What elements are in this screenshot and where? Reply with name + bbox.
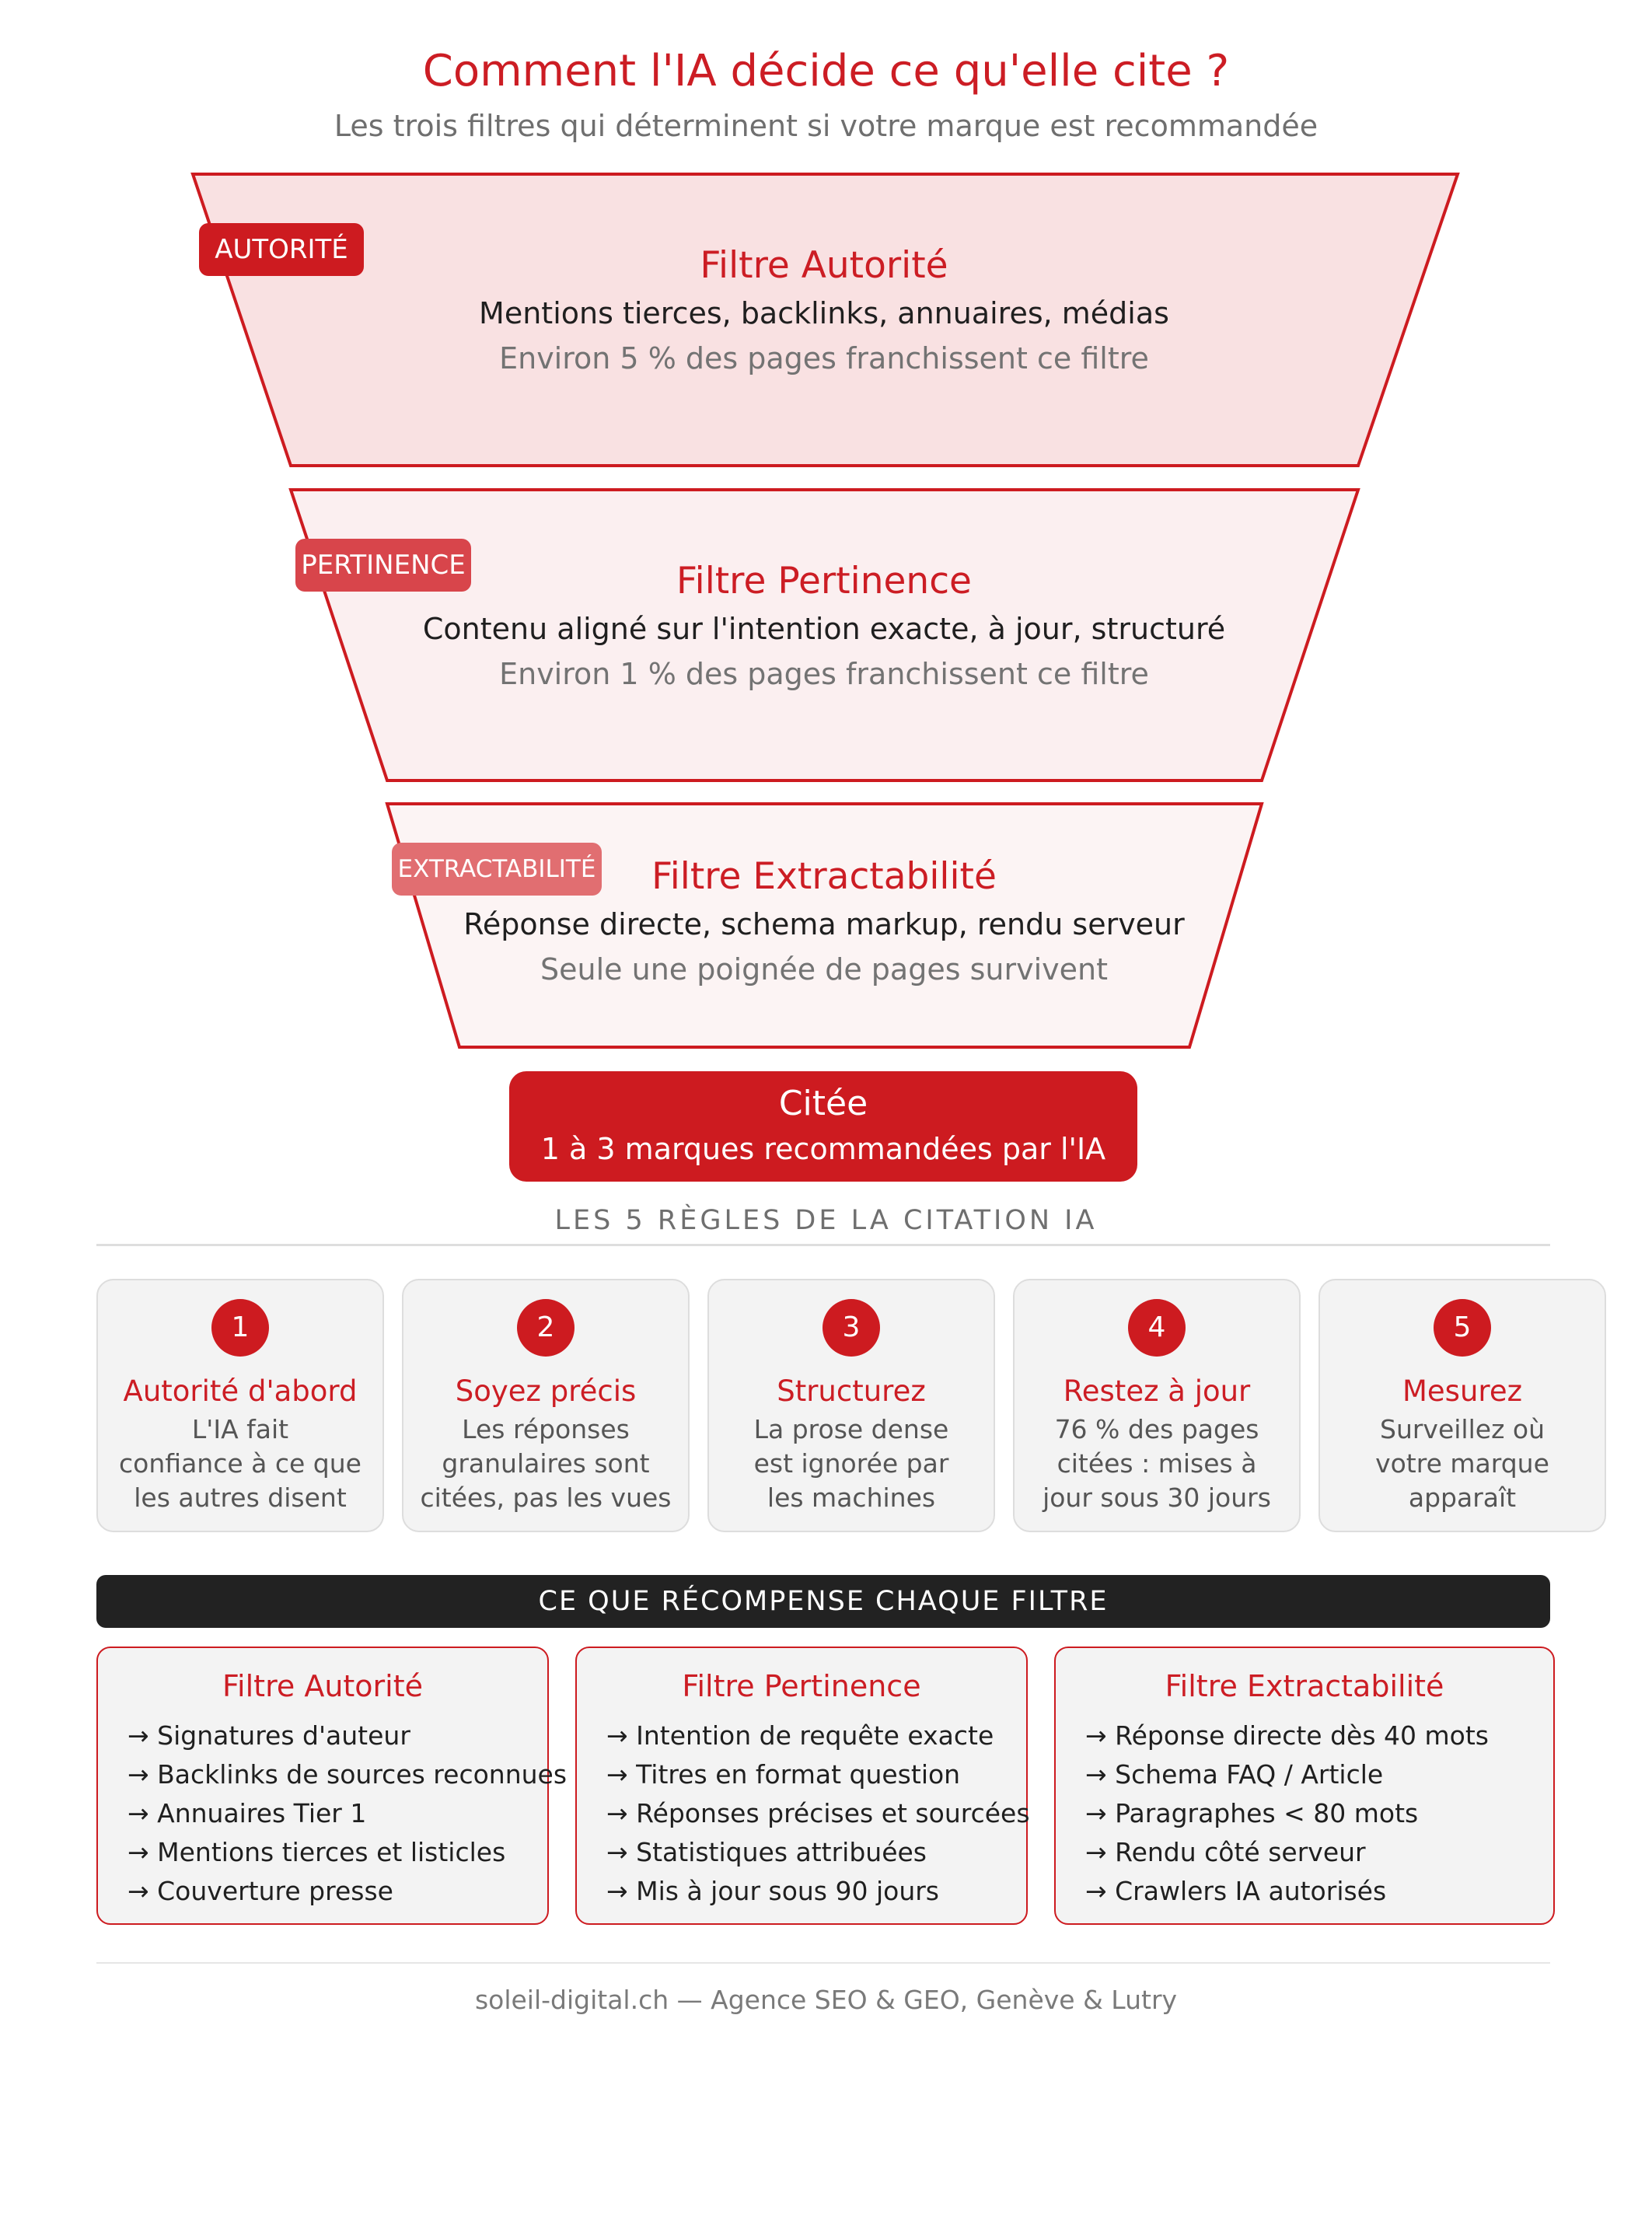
stage-badge-pertinence: PERTINENCE — [295, 539, 471, 592]
reward-item: → Signatures d'auteur — [127, 1720, 410, 1751]
reward-card-pertinence: Filtre Pertinence → Intention de requête… — [575, 1647, 1030, 1925]
stage-description: Réponse directe, schema markup, rendu se… — [463, 907, 1185, 941]
stage-title: Filtre Pertinence — [676, 560, 972, 602]
rule-description-line: La prose dense — [753, 1414, 949, 1444]
reward-list: → Signatures d'auteur → Backlinks de sou… — [127, 1716, 568, 1911]
reward-list: → Intention de requête exacte → Titres e… — [606, 1716, 1030, 1911]
rule-description-line: 76 % des pages — [1054, 1414, 1259, 1444]
rule-title: Mesurez — [1402, 1374, 1522, 1408]
reward-item: → Couverture presse — [127, 1876, 393, 1906]
rule-description-line: les machines — [767, 1482, 936, 1513]
rule-description-line: votre marque — [1375, 1448, 1549, 1479]
stage-description: Contenu aligné sur l'intention exacte, à… — [422, 612, 1226, 646]
reward-item: → Intention de requête exacte — [606, 1720, 994, 1751]
funnel-stage-autorite: Filtre Autorité Mentions tierces, backli… — [373, 241, 1275, 379]
stage-note: Seule une poignée de pages survivent — [540, 952, 1108, 987]
stage-title: Filtre Extractabilité — [651, 855, 997, 898]
rule-title: Restez à jour — [1063, 1374, 1251, 1408]
cited-subtitle: 1 à 3 marques recommandées par l'IA — [540, 1132, 1106, 1166]
reward-title: Filtre Autorité — [222, 1669, 424, 1703]
rules-divider — [96, 1244, 1550, 1246]
stage-title: Filtre Autorité — [700, 244, 948, 287]
stage-description: Mentions tierces, backlinks, annuaires, … — [479, 296, 1169, 330]
cited-result-box: Citée 1 à 3 marques recommandées par l'I… — [509, 1071, 1137, 1182]
rule-description-line: jour sous 30 jours — [1043, 1482, 1271, 1513]
reward-item: → Rendu côté serveur — [1085, 1837, 1366, 1867]
rewards-heading: CE QUE RÉCOMPENSE CHAQUE FILTRE — [96, 1575, 1550, 1628]
rule-card-3: 3 Structurez La prose dense est ignorée … — [707, 1279, 995, 1532]
rule-description-line: est ignorée par — [753, 1448, 949, 1479]
rule-card-2: 2 Soyez précis Les réponses granulaires … — [402, 1279, 690, 1532]
page-title: Comment l'IA décide ce qu'elle cite ? — [422, 46, 1230, 96]
rule-card-4: 4 Restez à jour 76 % des pages citées : … — [1013, 1279, 1301, 1532]
rule-card-5: 5 Mesurez Surveillez où votre marque app… — [1318, 1279, 1606, 1532]
rule-description: La prose dense est ignorée par les machi… — [718, 1413, 984, 1515]
reward-item: → Crawlers IA autorisés — [1085, 1876, 1387, 1906]
reward-item: → Réponse directe dès 40 mots — [1085, 1720, 1489, 1751]
funnel-stage-extractabilite: Filtre Extractabilité Réponse directe, s… — [404, 852, 1244, 990]
rule-description: Surveillez où votre marque apparaît — [1329, 1413, 1595, 1515]
reward-card-autorite: Filtre Autorité → Signatures d'auteur → … — [96, 1647, 568, 1925]
reward-item: → Titres en format question — [606, 1759, 961, 1790]
rule-description-line: citées : mises à — [1057, 1448, 1257, 1479]
reward-title: Filtre Extractabilité — [1165, 1669, 1444, 1703]
rule-title: Soyez précis — [455, 1374, 637, 1408]
stage-note: Environ 5 % des pages franchissent ce fi… — [499, 341, 1149, 375]
rule-description-line: confiance à ce que — [119, 1448, 361, 1479]
rule-description: Les réponses granulaires sont citées, pa… — [413, 1413, 679, 1515]
funnel-stage-extractabilite-shape — [385, 802, 1264, 1049]
reward-title: Filtre Pertinence — [682, 1669, 921, 1703]
funnel-diagram — [190, 173, 1460, 1049]
reward-item: → Schema FAQ / Article — [1085, 1759, 1384, 1790]
rule-description: L'IA fait confiance à ce que les autres … — [107, 1413, 373, 1515]
rule-number-badge: 5 — [1434, 1299, 1491, 1357]
rule-description-line: L'IA fait — [191, 1414, 289, 1444]
reward-item: → Paragraphes < 80 mots — [1085, 1798, 1419, 1828]
page-subtitle: Les trois filtres qui déterminent si vot… — [334, 109, 1318, 143]
rule-description-line: apparaît — [1408, 1482, 1517, 1513]
funnel-stage-pertinence-shape — [288, 488, 1360, 782]
rule-title: Structurez — [777, 1374, 926, 1408]
stage-badge-autorite: AUTORITÉ — [199, 223, 364, 276]
funnel-stage-autorite-shape — [190, 173, 1460, 467]
reward-item: → Mentions tierces et listicles — [127, 1837, 506, 1867]
reward-item: → Annuaires Tier 1 — [127, 1798, 367, 1828]
footer-text: soleil-digital.ch — Agence SEO & GEO, Ge… — [474, 1985, 1178, 2015]
reward-item: → Statistiques attribuées — [606, 1837, 927, 1867]
rule-description-line: Surveillez où — [1380, 1414, 1545, 1444]
reward-item: → Backlinks de sources reconnues — [127, 1759, 568, 1790]
rule-title: Autorité d'abord — [123, 1374, 358, 1408]
rule-description-line: granulaires sont — [442, 1448, 650, 1479]
stage-note: Environ 1 % des pages franchissent ce fi… — [499, 657, 1149, 691]
rule-number-badge: 4 — [1128, 1299, 1186, 1357]
reward-item: → Mis à jour sous 90 jours — [606, 1876, 940, 1906]
reward-card-extractabilite: Filtre Extractabilité → Réponse directe … — [1054, 1647, 1555, 1925]
rule-description-line: citées, pas les vues — [420, 1482, 672, 1513]
reward-list: → Réponse directe dès 40 mots → Schema F… — [1085, 1716, 1553, 1911]
rule-number-badge: 2 — [517, 1299, 575, 1357]
reward-item: → Réponses précises et sourcées — [606, 1798, 1030, 1828]
footer-divider — [96, 1962, 1550, 1964]
cited-title: Citée — [778, 1084, 868, 1123]
rule-number-badge: 3 — [823, 1299, 880, 1357]
rule-description-line: Les réponses — [462, 1414, 630, 1444]
rules-heading: LES 5 RÈGLES DE LA CITATION IA — [554, 1205, 1098, 1236]
rule-number-badge: 1 — [211, 1299, 269, 1357]
rule-description-line: les autres disent — [134, 1482, 347, 1513]
rule-card-1: 1 Autorité d'abord L'IA fait confiance à… — [96, 1279, 384, 1532]
stage-badge-extractabilite: EXTRACTABILITÉ — [392, 843, 602, 896]
funnel-stage-pertinence: Filtre Pertinence Contenu aligné sur l'i… — [373, 557, 1275, 695]
rule-description: 76 % des pages citées : mises à jour sou… — [1024, 1413, 1290, 1515]
